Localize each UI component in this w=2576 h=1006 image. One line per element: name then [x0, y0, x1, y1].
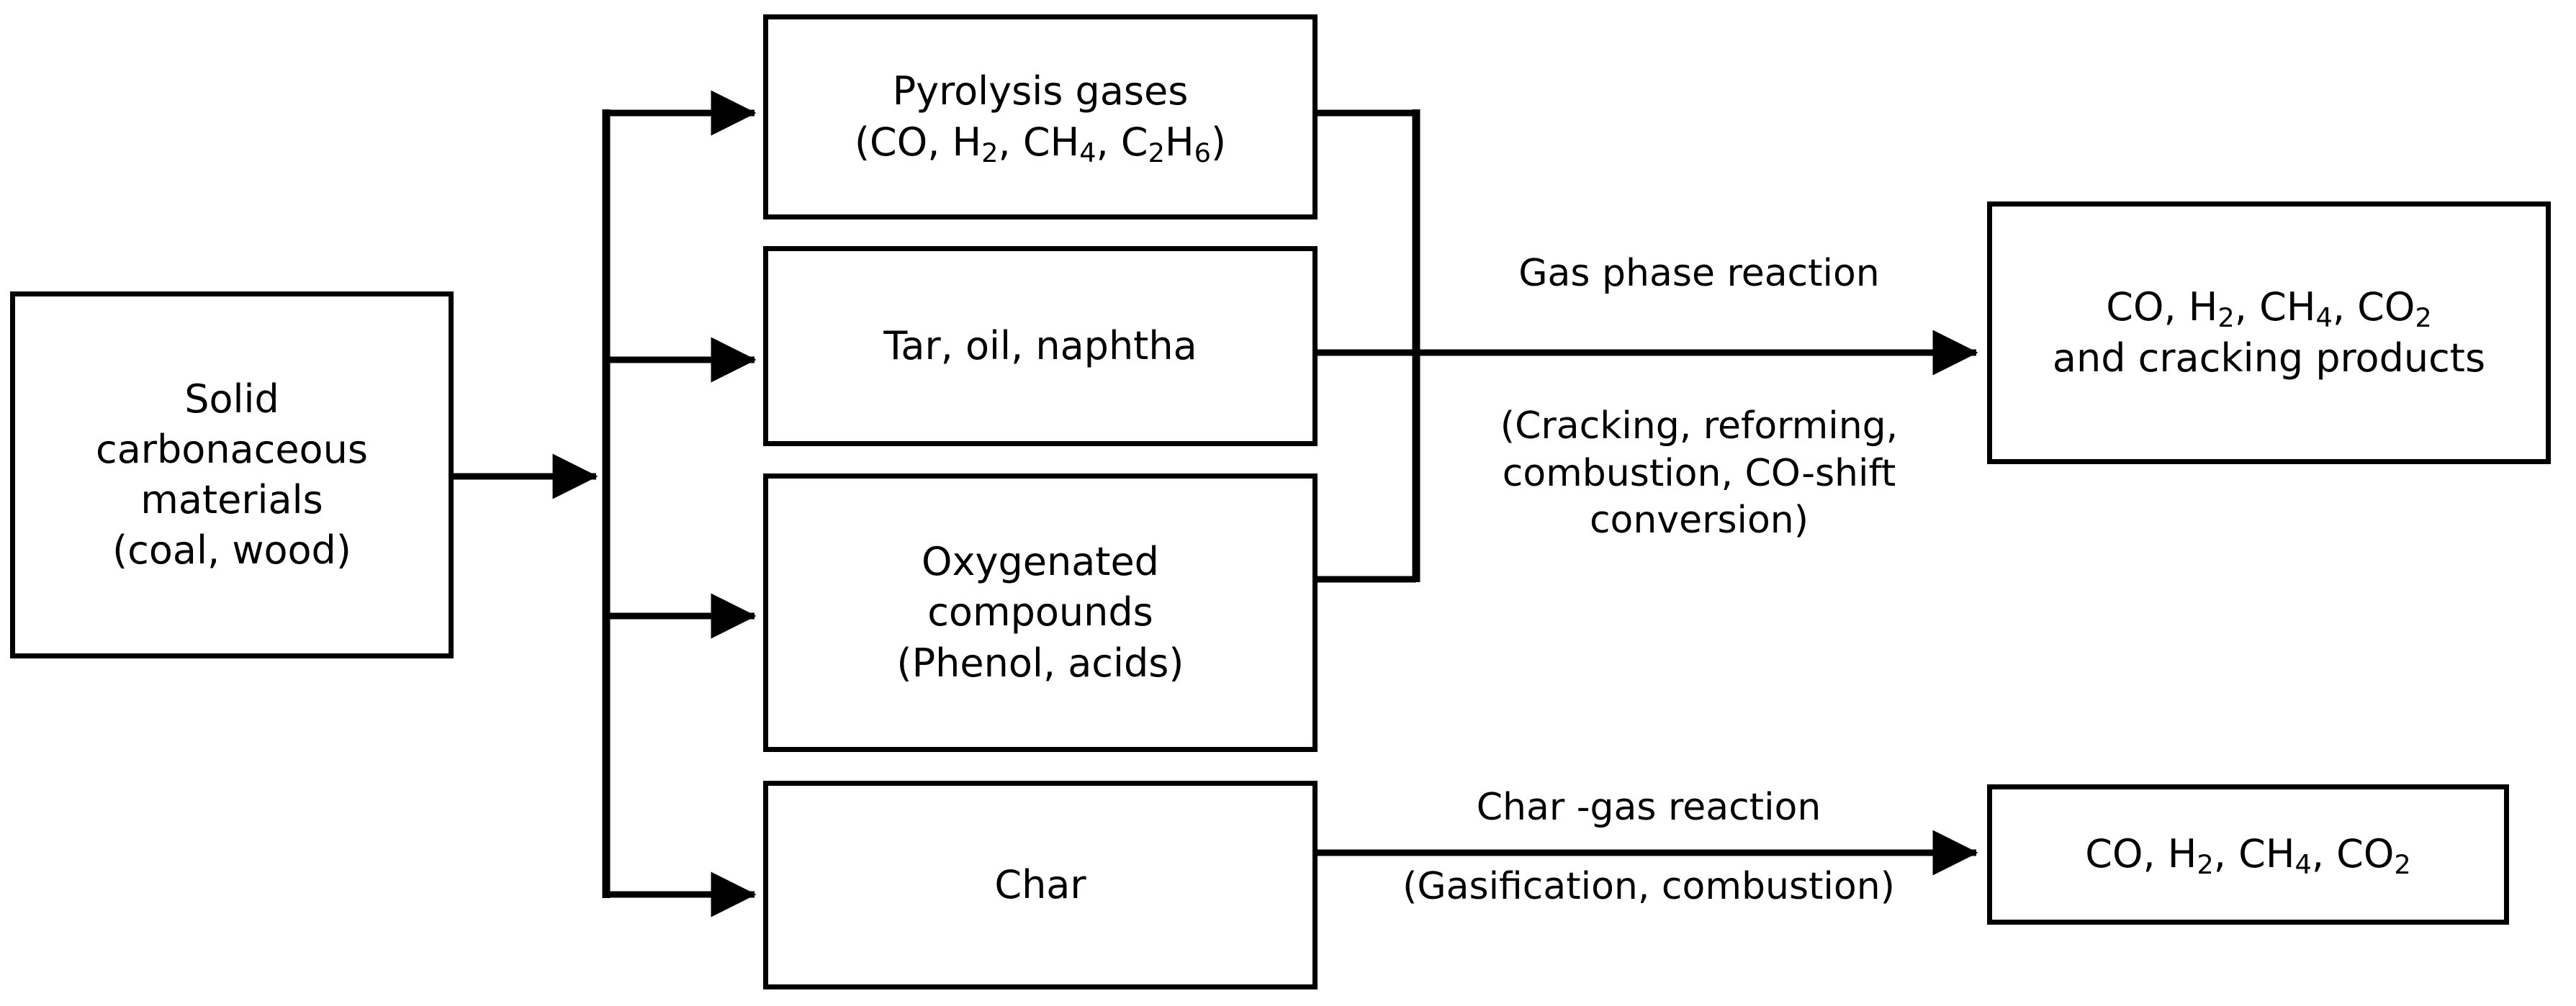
feed-line-1: Solid [184, 376, 279, 422]
pyrolysis-gases-formula: (CO, H2, CH4, C2H6) [854, 119, 1227, 168]
node-gas-phase-products[interactable]: CO, H2, CH4, CO2 and cracking products [1987, 201, 2551, 464]
pyrolysis-gases-title: Pyrolysis gases [892, 68, 1189, 114]
char-gas-reaction-text: Char -gas reaction [1476, 786, 1821, 829]
node-char-gas-products[interactable]: CO, H2, CH4, CO2 [1987, 784, 2509, 925]
node-pyrolysis-gases[interactable]: Pyrolysis gases (CO, H2, CH4, C2H6) [763, 14, 1318, 219]
char-label: Char [994, 861, 1086, 907]
feed-line-2: carbonaceous [96, 426, 368, 472]
gas-phase-reaction-text: Gas phase reaction [1518, 252, 1880, 295]
node-solid-feedstock[interactable]: Solid carbonaceous materials (coal, wood… [10, 291, 454, 658]
label-char-gas-reaction: Char -gas reaction [1354, 784, 1944, 832]
oxygenated-line-3: (Phenol, acids) [896, 640, 1184, 686]
gas-phase-detail-line-1: (Cracking, reforming, [1500, 404, 1899, 448]
gas-phase-detail-line-2: combustion, CO-shift [1502, 451, 1896, 495]
gas-products-text: and cracking products [2052, 335, 2486, 381]
gas-phase-detail-line-3: conversion) [1589, 499, 1809, 543]
label-gas-phase-detail: (Cracking, reforming, combustion, CO-shi… [1433, 403, 1965, 545]
oxygenated-line-1: Oxygenated [922, 539, 1159, 585]
feed-line-4: (coal, wood) [112, 527, 351, 574]
feed-line-3: materials [140, 477, 323, 522]
char-gas-detail-text: (Gasification, combustion) [1402, 865, 1895, 908]
node-char[interactable]: Char [763, 781, 1318, 989]
gas-products-formula: CO, H2, CH4, CO2 [2106, 284, 2432, 334]
char-products-formula: CO, H2, CH4, CO2 [2085, 831, 2411, 881]
label-char-gas-detail: (Gasification, combustion) [1339, 864, 1958, 911]
label-gas-phase-reaction: Gas phase reaction [1462, 250, 1937, 298]
node-oxygenated-compounds[interactable]: Oxygenated compounds (Phenol, acids) [763, 473, 1318, 752]
tar-label: Tar, oil, naphtha [883, 322, 1197, 368]
oxygenated-line-2: compounds [927, 589, 1153, 635]
node-tar-oil-naphtha[interactable]: Tar, oil, naphtha [763, 246, 1318, 446]
